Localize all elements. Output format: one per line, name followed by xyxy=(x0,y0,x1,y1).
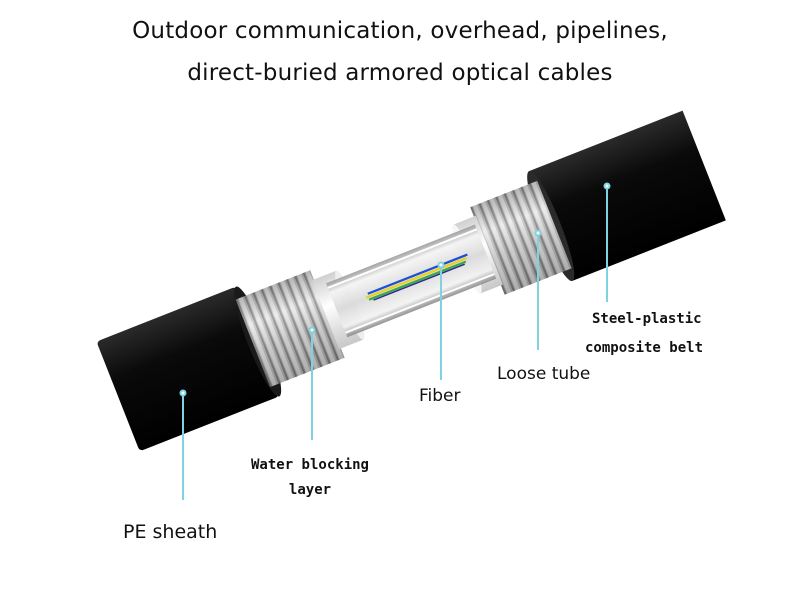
diagram-title-line-1: Outdoor communication, overhead, pipelin… xyxy=(132,18,668,44)
label-loose-tube: Loose tube xyxy=(497,364,591,384)
optical-fibers xyxy=(365,253,468,301)
label-water-blocking: Water blocking layer xyxy=(238,457,382,498)
label-fiber: Fiber xyxy=(419,386,461,406)
label-steel-plastic-line2: composite belt xyxy=(585,340,704,356)
label-steel-plastic-line1: Steel-plastic xyxy=(592,311,702,327)
leader-lines xyxy=(179,182,611,500)
diagram-title-line-2: direct-buried armored optical cables xyxy=(187,60,613,86)
label-water-blocking-line2: layer xyxy=(288,482,332,498)
steel-belt-left xyxy=(235,270,345,388)
label-pe-sheath: PE sheath xyxy=(123,521,218,543)
label-water-blocking-line1: Water blocking xyxy=(250,457,369,473)
